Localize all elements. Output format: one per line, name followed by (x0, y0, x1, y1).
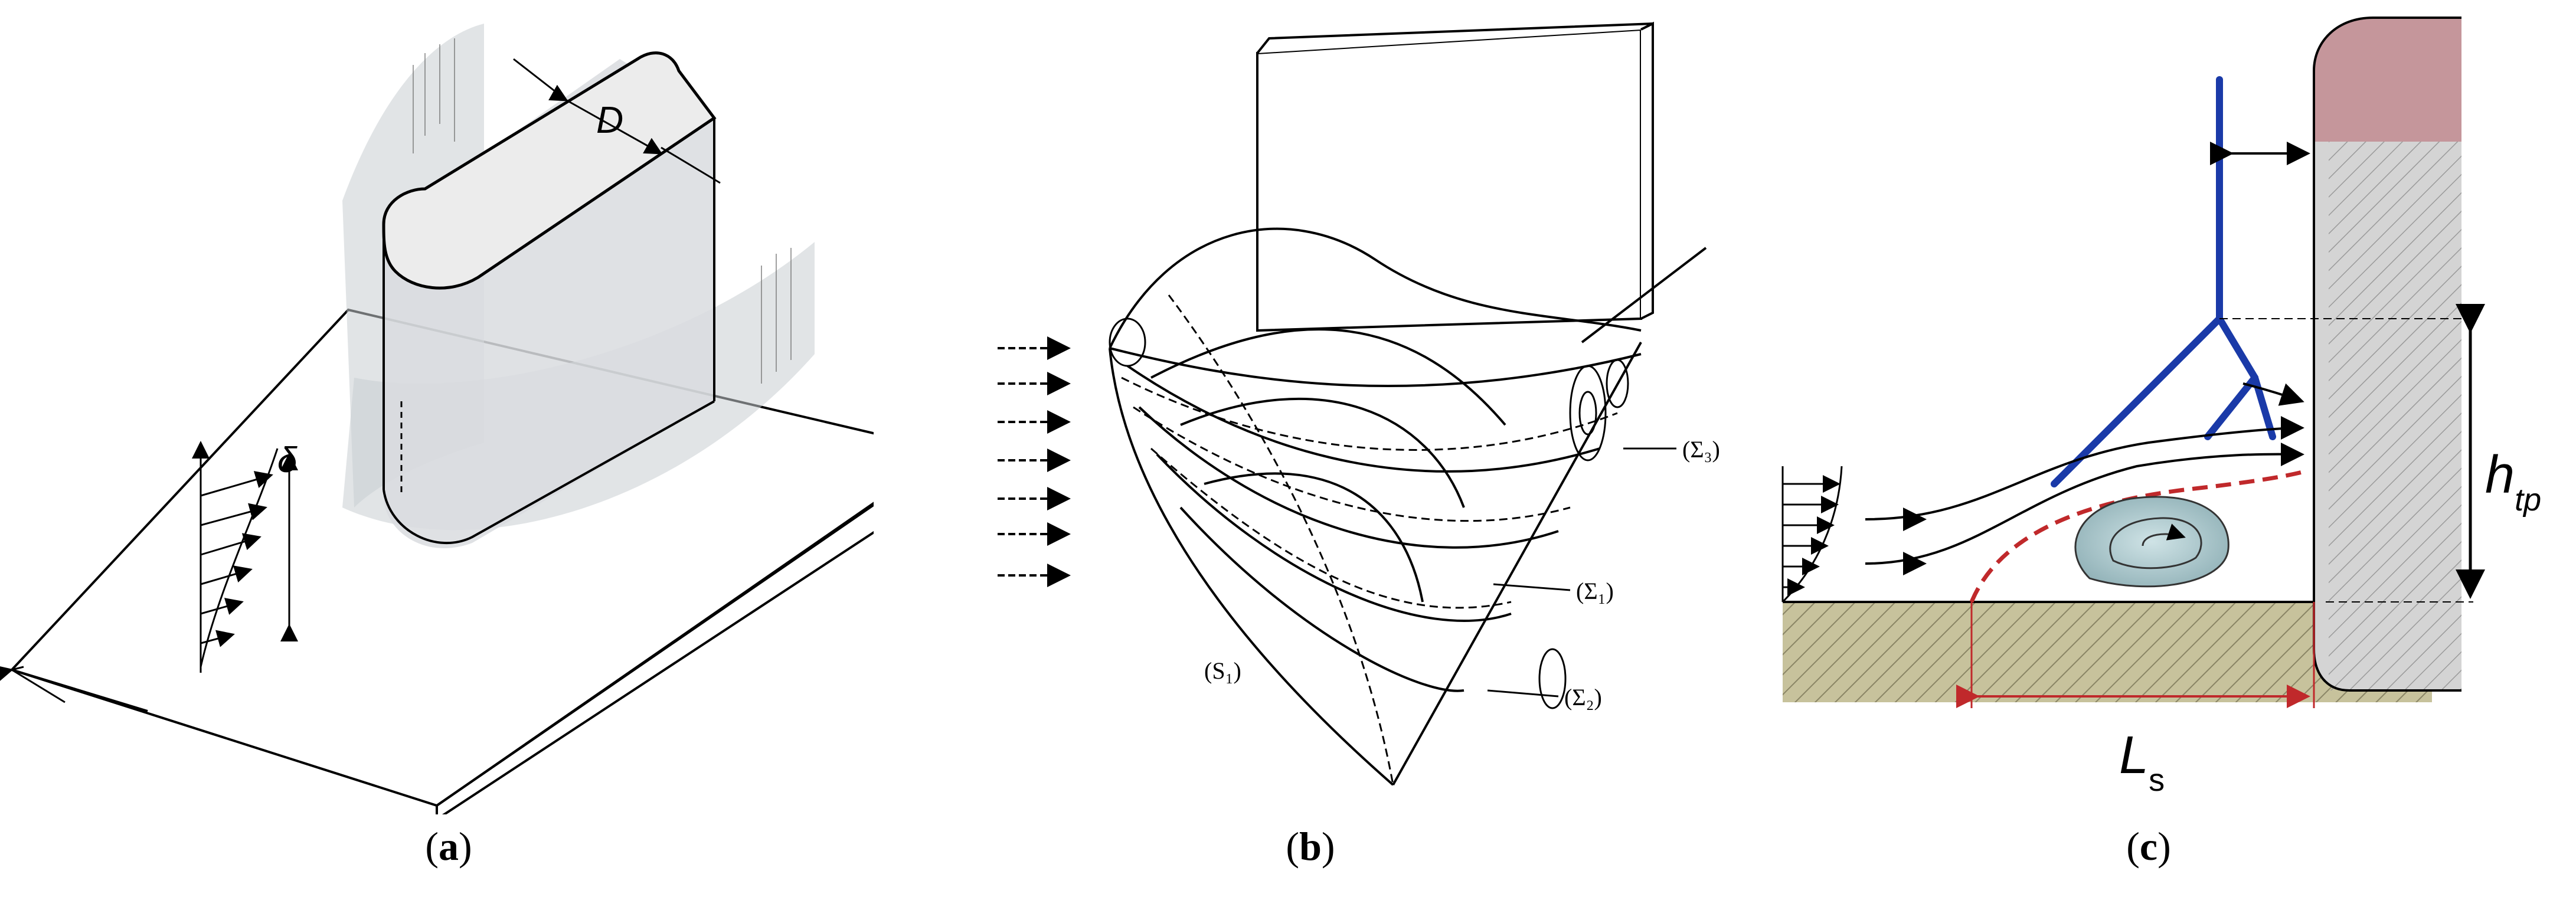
ls-label: Ls (2119, 726, 2165, 798)
ls-sub: s (2149, 762, 2165, 798)
caption-a: (a) (390, 823, 508, 870)
caption-close: ) (2157, 824, 2171, 869)
panel-a: D δ (a) (0, 0, 874, 897)
htp-main: h (2485, 446, 2515, 505)
incoming-flow (998, 336, 1071, 587)
htp-label: htp (2485, 446, 2541, 518)
caption-open: ( (1286, 824, 1300, 869)
panel-c: htp (1735, 0, 2576, 897)
panel-a-diagram: D δ (0, 24, 874, 814)
htp-sub: tp (2515, 482, 2541, 518)
streamlines (1865, 382, 2304, 575)
caption-c: (c) (2090, 823, 2208, 870)
panel-b-diagram: (Σ₃) (Σ₁) (Σ₂) (S₁) (998, 21, 1720, 786)
corner-vortex (2074, 496, 2230, 588)
caption-b: (b) (1251, 823, 1369, 870)
caption-letter: c (2139, 824, 2158, 869)
sigma2-label: (Σ₂) (1564, 684, 1602, 711)
diameter-label: D (596, 99, 623, 141)
caption-letter: a (439, 824, 459, 869)
caption-close: ) (1321, 824, 1335, 869)
vortex-spirals (1109, 317, 1629, 709)
wall (2313, 17, 2461, 692)
vortex-surface (1109, 227, 1642, 786)
leader-lines (1487, 447, 1676, 698)
caption-open: ( (2126, 824, 2140, 869)
ls-dimension (1956, 602, 2315, 708)
velocity-profile (0, 441, 298, 703)
boundary-layer-label: δ (277, 440, 298, 480)
sigma3-label: (Σ₃) (1682, 436, 1720, 463)
ls-main: L (2119, 726, 2149, 785)
sigma1-label: (Σ₁) (1576, 578, 1614, 604)
caption-open: ( (425, 824, 439, 869)
blue-line (2051, 76, 2276, 487)
s1-label: (S₁) (1204, 657, 1241, 684)
separation-line (1969, 470, 2303, 603)
guide-lines (2219, 318, 2473, 603)
caption-letter: b (1299, 824, 1322, 869)
diameter-dimension (513, 58, 721, 184)
obstacle-block (1256, 21, 1707, 343)
panel-c-diagram: htp (1781, 17, 2541, 798)
caption-close: ) (459, 824, 472, 869)
panel-b: (Σ₃) (Σ₁) (Σ₂) (S₁) (b) (874, 0, 1735, 897)
inflow-profile (1781, 466, 1843, 603)
vortex-dashed (1121, 294, 1618, 785)
